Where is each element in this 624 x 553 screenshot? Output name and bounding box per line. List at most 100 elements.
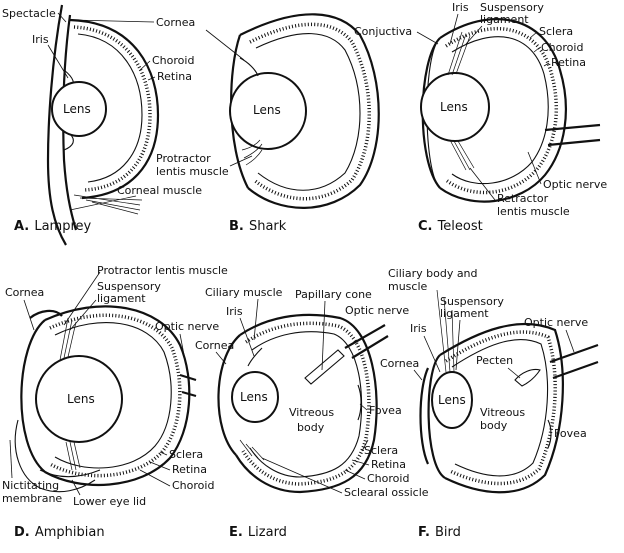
- bird-vitreous-label-1: Vitreous: [480, 406, 525, 419]
- teleost-retractor-lentis-muscle: [449, 139, 475, 171]
- lizard-vitreous-label-1: Vitreous: [289, 406, 334, 419]
- lizard-papillary-cone-label: Papillary cone: [295, 288, 372, 301]
- teleost-suspensory-label-1: Suspensory: [480, 1, 544, 14]
- amphibian-nictitating-membrane: [14, 419, 96, 493]
- lamprey-spectacle: [46, 4, 67, 246]
- lizard-sclera-label: Sclera: [364, 444, 398, 457]
- teleost-caption: C. Teleost: [418, 215, 483, 234]
- teleost-sclera-outer: [439, 18, 567, 203]
- amphibian-cornea: [20, 319, 46, 473]
- lizard-cornea-label: Cornea: [195, 339, 234, 352]
- amphibian-caption: D. Amphibian: [14, 521, 105, 540]
- lamprey-lens: [51, 81, 107, 137]
- amphibian-cornea-label: Cornea: [5, 286, 44, 299]
- lizard-fovea: [357, 384, 362, 421]
- teleost-eye-diagram: Conjuctiva Iris Suspensory ligament Scle…: [354, 1, 607, 234]
- shark-choroid: [255, 33, 361, 191]
- lizard-fovea-label: Fovea: [369, 404, 402, 417]
- bird-pecten: [514, 368, 541, 387]
- lizard-choroid: [249, 331, 363, 478]
- amphibian-lower-eye-lid: [39, 469, 101, 478]
- bird-sclera-outer: [439, 322, 564, 494]
- lamprey-choroid: [77, 33, 143, 183]
- lizard-scleral-ossicle-label: Sclearal ossicle: [344, 486, 429, 499]
- lizard-cornea: [217, 334, 241, 456]
- teleost-suspensory-label-2: ligament: [480, 13, 529, 26]
- bird-fovea-label: Fovea: [554, 427, 587, 440]
- amphibian-upper-lid: [29, 309, 63, 319]
- teleost-retina-label: Retina: [551, 56, 586, 69]
- lizard-vitreous-label-2: body: [297, 421, 325, 434]
- bird-iris-label: Iris: [410, 322, 427, 335]
- lamprey-choroid-label: Choroid: [152, 54, 194, 67]
- bird-eye-diagram: Ciliary body and muscle Suspensory ligam…: [380, 267, 599, 540]
- teleost-optic-nerve-label: Optic nerve: [543, 178, 607, 191]
- lamprey-corneal-muscle-label: Corneal muscle: [117, 184, 202, 197]
- teleost-retractor-label-1: Retractor: [497, 192, 549, 205]
- lizard-caption: E. Lizard: [229, 521, 287, 540]
- lamprey-retina-label: Retina: [157, 70, 192, 83]
- shark-caption: B. Shark: [229, 215, 287, 234]
- lizard-iris-upper: [247, 347, 263, 367]
- bird-lens-label: Lens: [438, 393, 466, 407]
- lizard-optic-nerve-label: Optic nerve: [345, 304, 409, 317]
- lamprey-spectacle-label: Spectacle: [2, 7, 56, 20]
- bird-choroid: [451, 339, 549, 477]
- lamprey-cornea: [62, 14, 78, 231]
- bird-optic-nerve-label: Optic nerve: [524, 316, 588, 329]
- shark-protractor-label-1: Protractor: [156, 152, 211, 165]
- lizard-scleral-ossicle: [239, 439, 265, 461]
- lamprey-iris-lower: [63, 133, 74, 151]
- bird-lens: [431, 371, 473, 429]
- lizard-lens: [231, 371, 279, 423]
- teleost-lens-label: Lens: [440, 100, 468, 114]
- amphibian-sclera-outer: [44, 305, 191, 486]
- amphibian-choroid-label: Choroid: [172, 479, 214, 492]
- teleost-lens: [420, 72, 490, 142]
- lamprey-eye-diagram: Spectacle Cornea Iris Choroid Retina Len…: [2, 4, 202, 246]
- bird-cornea: [427, 354, 446, 479]
- teleost-choroid: [451, 36, 549, 185]
- shark-eye-diagram: Lens Protractor lentis muscle B. Shark: [156, 13, 380, 234]
- bird-caption: F. Bird: [418, 521, 461, 540]
- amphibian-sclera-label: Sclera: [169, 448, 203, 461]
- amphibian-choroid: [54, 322, 172, 469]
- shark-sclera-outer: [239, 13, 380, 209]
- bird-suspensory-label-2: ligament: [440, 307, 489, 320]
- lamprey-lens-label: Lens: [63, 102, 91, 116]
- lamprey-corneal-muscle: [69, 194, 143, 215]
- bird-ciliary-label-1: Ciliary body and: [388, 267, 478, 280]
- amphibian-retina: [49, 313, 182, 478]
- lamprey-retina: [73, 25, 152, 192]
- shark-iris-upper: [239, 57, 259, 77]
- bird-pecten-label: Pecten: [476, 354, 513, 367]
- teleost-retractor-label-2: lentis muscle: [497, 205, 570, 218]
- lizard-lens-label: Lens: [240, 390, 268, 404]
- amphibian-protractor-label: Protractor lentis muscle: [97, 264, 228, 277]
- bird-cornea-label: Cornea: [380, 357, 419, 370]
- teleost-choroid-label: Choroid: [541, 41, 583, 54]
- lizard-eye-diagram: Ciliary muscle Papillary cone Optic nerv…: [195, 286, 429, 540]
- lizard-sclera-outer: [235, 313, 378, 494]
- teleost-iris-label: Iris: [452, 1, 469, 14]
- amphibian-lens: [35, 355, 123, 443]
- amphibian-suspensory-label-1: Suspensory: [97, 280, 161, 293]
- amphibian-suspensory-ligament: [59, 317, 77, 361]
- teleost-sclera-label: Sclera: [539, 25, 573, 38]
- amphibian-lower-eye-lid-label: Lower eye lid: [73, 495, 146, 508]
- amphibian-lens-label: Lens: [67, 392, 95, 406]
- lizard-iris-label: Iris: [226, 305, 243, 318]
- amphibian-optic-nerve: [179, 373, 197, 398]
- bird-suspensory-label-1: Suspensory: [440, 295, 504, 308]
- lizard-ciliary-muscle-label: Ciliary muscle: [205, 286, 283, 299]
- bird-ciliary-body: [436, 289, 455, 373]
- amphibian-retina-label: Retina: [172, 463, 207, 476]
- lizard-optic-nerve: [344, 324, 389, 359]
- shark-protractor-label-2: lentis muscle: [156, 165, 229, 178]
- lamprey-eyecup-outer: [69, 18, 160, 200]
- teleost-retina: [444, 26, 558, 195]
- amphibian-eye-diagram: Protractor lentis muscle Cornea Suspenso…: [2, 264, 228, 540]
- bird-ciliary-label-2: muscle: [388, 280, 428, 293]
- bird-vitreous-label-2: body: [480, 419, 508, 432]
